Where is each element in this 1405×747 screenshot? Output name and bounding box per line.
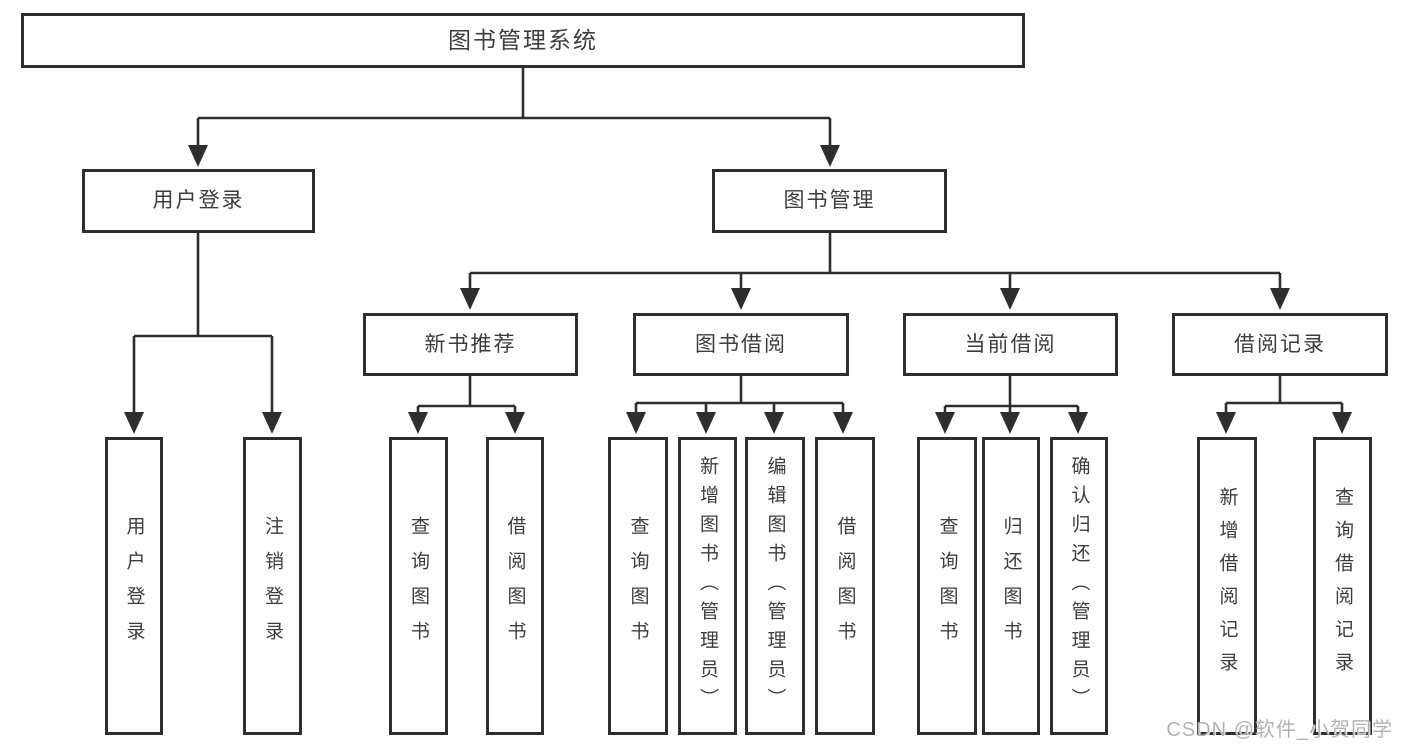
node-book-borrowing: 图书借阅 (633, 313, 849, 376)
leaf-query-books-recommend: 查询图书 (389, 437, 448, 735)
leaf-query-books-borrowing: 查询图书 (608, 437, 668, 735)
node-book-management: 图书管理 (712, 169, 947, 233)
leaf-user-login: 用户登录 (105, 437, 163, 735)
leaf-query-borrow-record: 查询借阅记录 (1313, 437, 1372, 735)
node-current-borrowing: 当前借阅 (903, 313, 1118, 376)
leaf-return-books: 归还图书 (982, 437, 1040, 735)
node-borrowing-records: 借阅记录 (1172, 313, 1388, 376)
leaf-query-books-current: 查询图书 (917, 437, 977, 735)
node-user-login: 用户登录 (82, 169, 315, 233)
leaf-edit-books-admin: 编辑图书（管理员） (745, 437, 805, 735)
leaf-borrow-books-recommend: 借阅图书 (486, 437, 544, 735)
leaf-confirm-return-admin: 确认归还（管理员） (1050, 437, 1108, 735)
leaf-borrow-books-borrowing: 借阅图书 (815, 437, 875, 735)
node-new-book-recommendation: 新书推荐 (363, 313, 578, 376)
leaf-logout: 注销登录 (243, 437, 302, 735)
leaf-add-borrow-record: 新增借阅记录 (1197, 437, 1257, 735)
leaf-add-books-admin: 新增图书（管理员） (678, 437, 737, 735)
csdn-watermark: CSDN @软件_小贺同学 (1166, 719, 1393, 741)
node-library-management-system: 图书管理系统 (21, 13, 1025, 68)
